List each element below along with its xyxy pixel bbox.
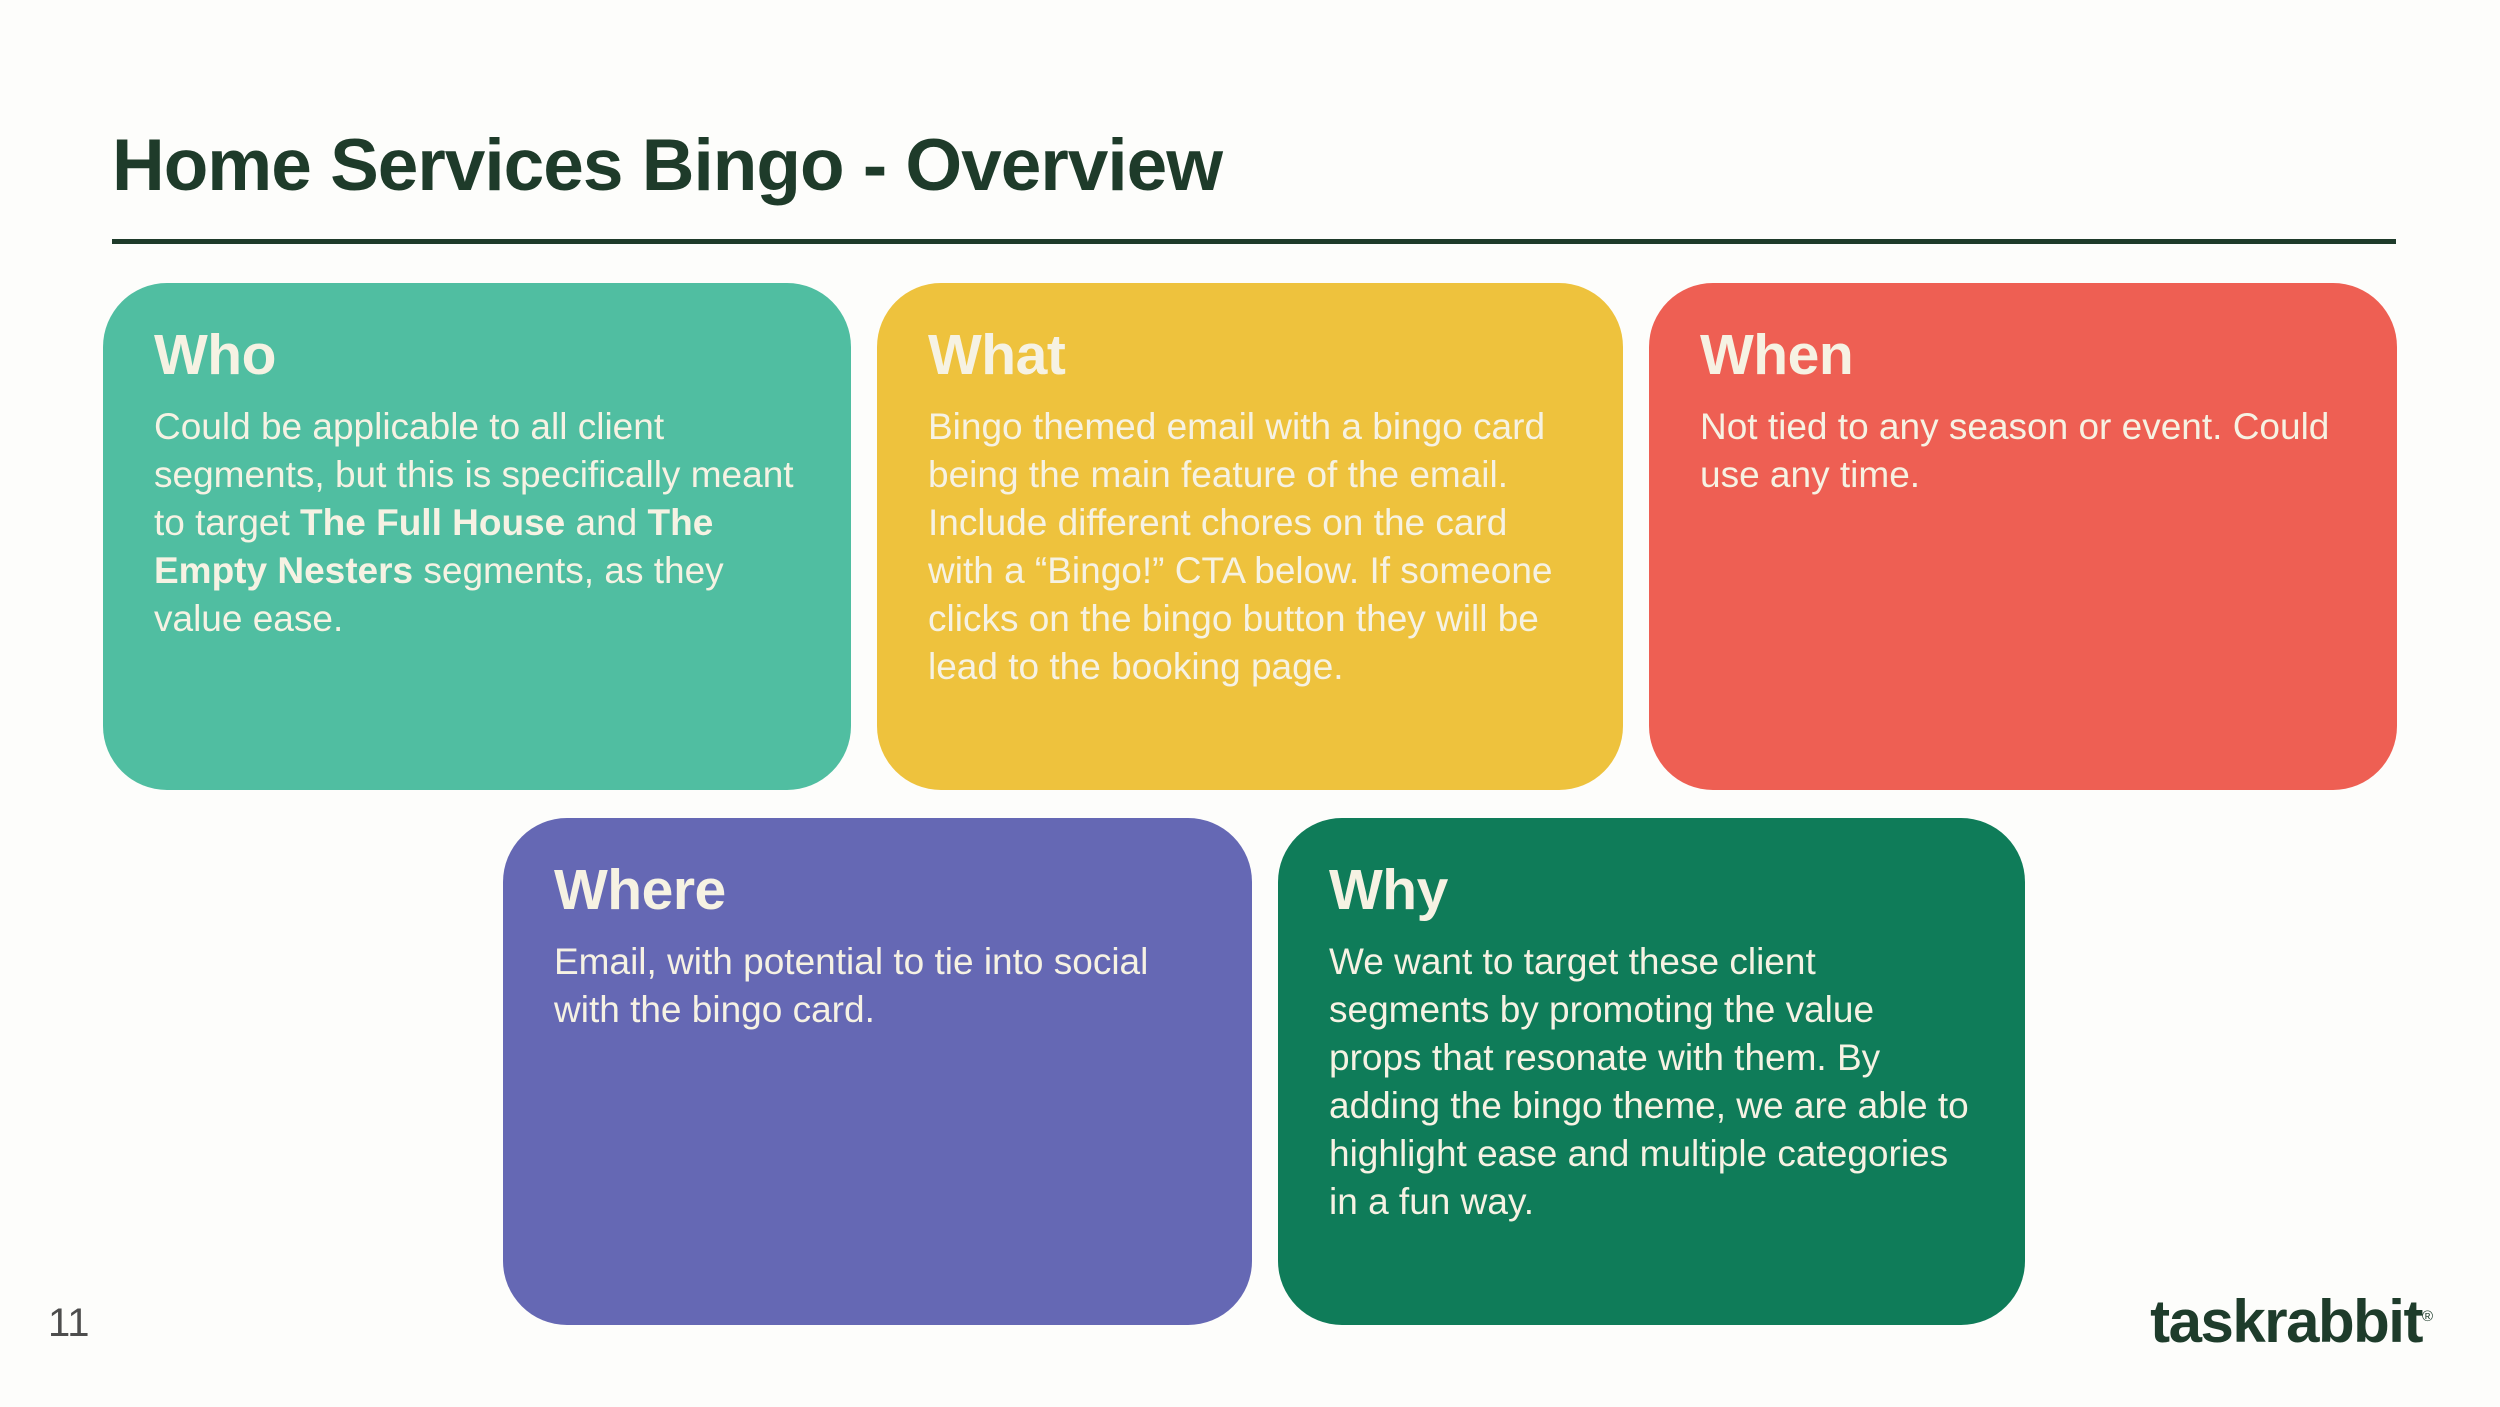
card-when: When Not tied to any season or event. Co… (1649, 283, 2397, 790)
taskrabbit-logo: taskrabbit® (2150, 1292, 2433, 1352)
card-who-heading: Who (154, 323, 276, 387)
taskrabbit-logo-text: taskrabbit (2150, 1288, 2423, 1355)
title-divider (112, 239, 2396, 244)
card-when-heading: When (1700, 323, 1854, 387)
card-who: Who Could be applicable to all client se… (103, 283, 851, 790)
page-title: Home Services Bingo - Overview (112, 125, 1223, 206)
card-why-heading: Why (1329, 858, 1448, 922)
card-where-heading: Where (554, 858, 726, 922)
card-why-body: We want to target these client segments … (1329, 940, 1969, 1222)
card-who-body: Could be applicable to all client segmen… (154, 405, 794, 639)
card-what: What Bingo themed email with a bingo car… (877, 283, 1623, 790)
card-what-body: Bingo themed email with a bingo card bei… (928, 405, 1553, 687)
card-what-heading: What (928, 323, 1066, 387)
card-where: Where Email, with potential to tie into … (503, 818, 1252, 1325)
page-number: 11 (48, 1301, 90, 1345)
card-when-body: Not tied to any season or event. Could u… (1700, 405, 2330, 495)
card-why: Why We want to target these client segme… (1278, 818, 2025, 1325)
card-where-body: Email, with potential to tie into social… (554, 940, 1149, 1030)
registered-trademark-icon: ® (2421, 1308, 2433, 1325)
